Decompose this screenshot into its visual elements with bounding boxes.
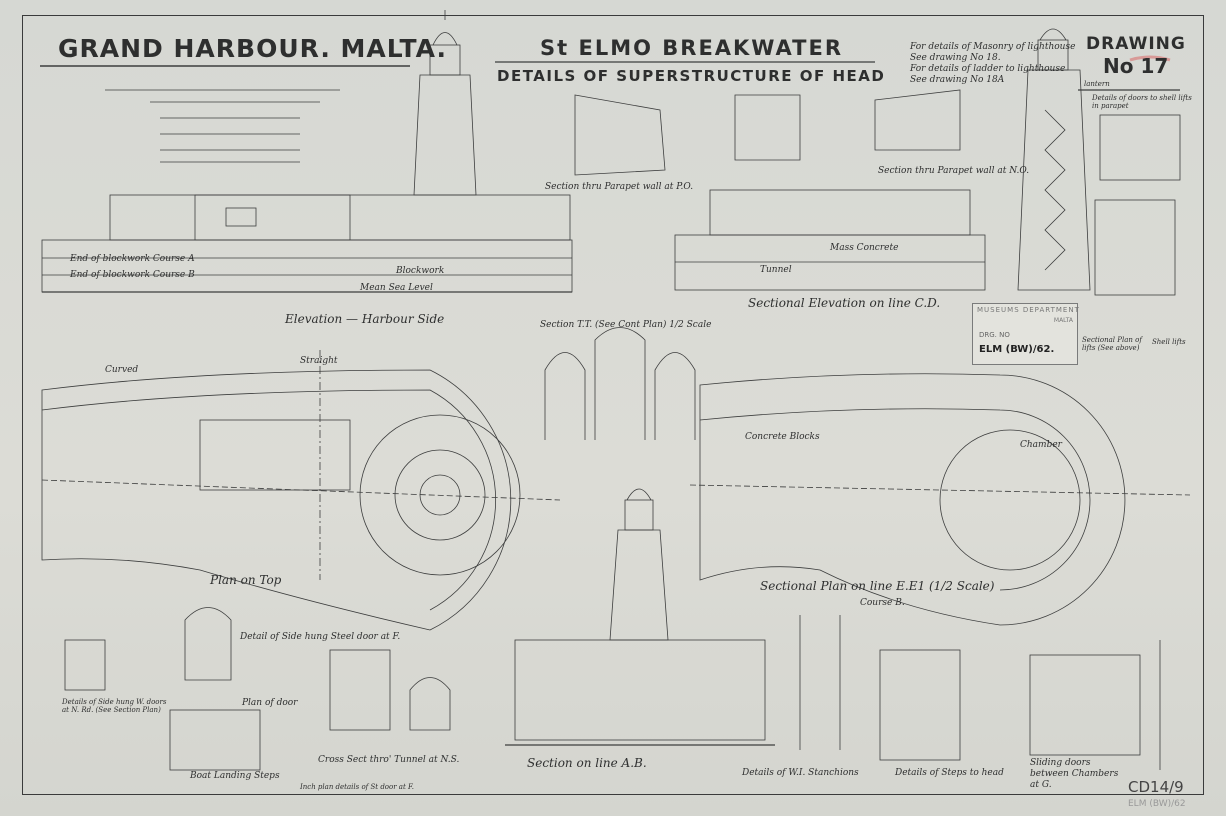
caption-parapet-no: Section thru Parapet wall at N.O. bbox=[878, 166, 1030, 176]
sectional-plan-ee1 bbox=[689, 373, 1191, 626]
label-mean-sea-level: Mean Sea Level bbox=[360, 283, 433, 293]
caption-sliding-doors: Sliding doors between Chambers at G. bbox=[1030, 758, 1119, 790]
caption-plan-door: Plan of door bbox=[242, 698, 298, 708]
sectional-elevation-cd bbox=[674, 28, 1176, 296]
caption-elevation: Elevation — Harbour Side bbox=[285, 312, 445, 326]
section-tt bbox=[544, 327, 696, 440]
caption-steps: Details of Steps to head bbox=[895, 768, 1004, 778]
stamp-place: MALTA bbox=[1053, 317, 1073, 324]
caption-shell-lifts: Shell lifts bbox=[1152, 338, 1186, 346]
caption-cross-sect: Cross Sect thro' Tunnel at N.S. bbox=[318, 755, 460, 765]
title-details: DETAILS OF SUPERSTRUCTURE OF HEAD bbox=[497, 67, 886, 85]
stamp-dept: MUSEUMS DEPARTMENT bbox=[977, 306, 1080, 314]
label-chamber: Chamber bbox=[1020, 440, 1062, 450]
archive-ref: CD14/9 bbox=[1128, 778, 1184, 796]
note-see-18a: See drawing No 18A bbox=[910, 75, 1005, 85]
scale-bars bbox=[105, 89, 340, 163]
caption-plan-top: Plan on Top bbox=[210, 573, 282, 587]
caption-lifts-plan: Sectional Plan of lifts (See above) bbox=[1082, 336, 1142, 352]
note-see-18: See drawing No 18. bbox=[910, 53, 1001, 63]
caption-sectional-elevation: Sectional Elevation on line C.D. bbox=[748, 296, 941, 310]
caption-side-door: Detail of Side hung Steel door at F. bbox=[240, 632, 401, 642]
label-lantern: lantern bbox=[1084, 80, 1110, 88]
caption-plan-detail: Inch plan details of St door at F. bbox=[300, 783, 415, 791]
caption-doors-lifts: Details of doors to shell lifts in parap… bbox=[1092, 94, 1192, 110]
label-concrete-blocks: Concrete Blocks bbox=[745, 432, 820, 442]
border-frame bbox=[22, 15, 1204, 795]
label-tunnel: Tunnel bbox=[760, 265, 792, 275]
note-ladder: For details of ladder to lighthouse bbox=[910, 64, 1066, 74]
section-ab bbox=[505, 488, 775, 746]
note-masonry: For details of Masonry of lighthouse bbox=[910, 42, 1076, 52]
stamp-drg-number: ELM (BW)/62. bbox=[979, 344, 1055, 355]
label-mass-concrete: Mass Concrete bbox=[830, 243, 899, 253]
caption-sectional-plan: Sectional Plan on line E.E1 (1/2 Scale) bbox=[760, 579, 995, 593]
drawing-number: No 17 bbox=[1103, 54, 1169, 78]
caption-side-doors-note: Details of Side hung W. doors at N. Rd. … bbox=[62, 698, 167, 714]
pencil-ref: ELM (BW)/62 bbox=[1128, 799, 1186, 809]
elevation-harbour-side bbox=[41, 10, 573, 293]
caption-section-ab: Section on line A.B. bbox=[527, 756, 647, 770]
drawing-label: DRAWING bbox=[1086, 34, 1186, 54]
caption-parapet-po: Section thru Parapet wall at P.O. bbox=[545, 182, 694, 192]
label-blockwork: Blockwork bbox=[396, 266, 445, 276]
parapet-sections bbox=[574, 89, 1181, 181]
caption-section-tt: Section T.T. (See Cont Plan) 1/2 Scale bbox=[540, 320, 712, 330]
caption-boat-steps: Boat Landing Steps bbox=[190, 771, 280, 781]
label-straight: Straight bbox=[300, 356, 338, 366]
stamp-drg-label: DRG. NO bbox=[979, 331, 1010, 339]
label-curved: Curved bbox=[105, 365, 139, 375]
caption-stanchions: Details of W.I. Stanchions bbox=[742, 768, 859, 778]
museum-stamp: MUSEUMS DEPARTMENT MALTA DRG. NO ELM (BW… bbox=[972, 303, 1080, 365]
caption-course-b: Course B. bbox=[860, 598, 905, 608]
label-course-a: End of blockwork Course A bbox=[70, 254, 195, 264]
label-course-b: End of blockwork Course B bbox=[70, 270, 195, 280]
title-grand-harbour: GRAND HARBOUR. MALTA. bbox=[58, 34, 447, 63]
bottom-details bbox=[64, 607, 1161, 771]
title-st-elmo: St ELMO BREAKWATER bbox=[540, 36, 843, 60]
plan-on-top bbox=[41, 350, 561, 631]
